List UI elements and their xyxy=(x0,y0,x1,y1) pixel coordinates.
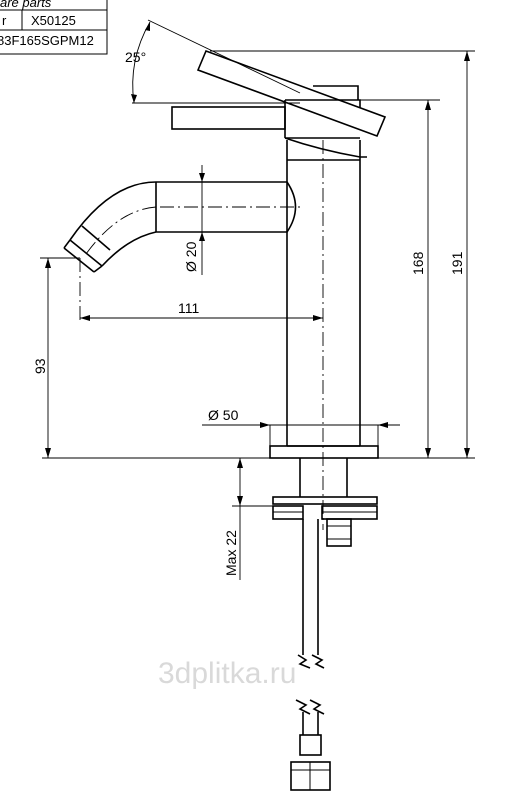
base-diameter-dimension: Ø 50 xyxy=(202,407,400,446)
handle xyxy=(171,49,387,158)
parts-table-row2-value: 83F165SGPM12 xyxy=(0,33,94,48)
spout-diameter-dimension: Ø 20 xyxy=(183,165,205,275)
reach-dimension: 111 xyxy=(80,300,323,321)
watermark-text: 3dplitka.ru xyxy=(158,657,296,690)
parts-table-row1-value: X50125 xyxy=(31,13,76,28)
spout-height-dimension: 93 xyxy=(32,257,270,459)
parts-table: are parts r X50125 83F165SGPM12 xyxy=(0,0,108,55)
spout-diameter-label: Ø 20 xyxy=(183,241,199,272)
max-thickness-dimension: Max 22 xyxy=(223,458,273,580)
angle-label: 25° xyxy=(125,49,146,65)
parts-table-header: are parts xyxy=(0,0,52,10)
body-height-label: 168 xyxy=(410,251,426,275)
total-height-dimension: 191 xyxy=(210,50,475,458)
max-thickness-label: Max 22 xyxy=(223,530,239,576)
reach-label: 111 xyxy=(178,300,199,316)
parts-table-row1-label: r xyxy=(2,13,7,28)
mounting-hardware xyxy=(272,458,378,791)
spout xyxy=(63,181,300,320)
total-height-label: 191 xyxy=(449,251,465,275)
angle-dimension: 25° xyxy=(125,19,301,104)
faucet-body xyxy=(269,140,379,530)
body-height-dimension: 168 xyxy=(360,99,475,459)
spout-height-label: 93 xyxy=(32,358,48,374)
base-diameter-label: Ø 50 xyxy=(208,407,239,423)
